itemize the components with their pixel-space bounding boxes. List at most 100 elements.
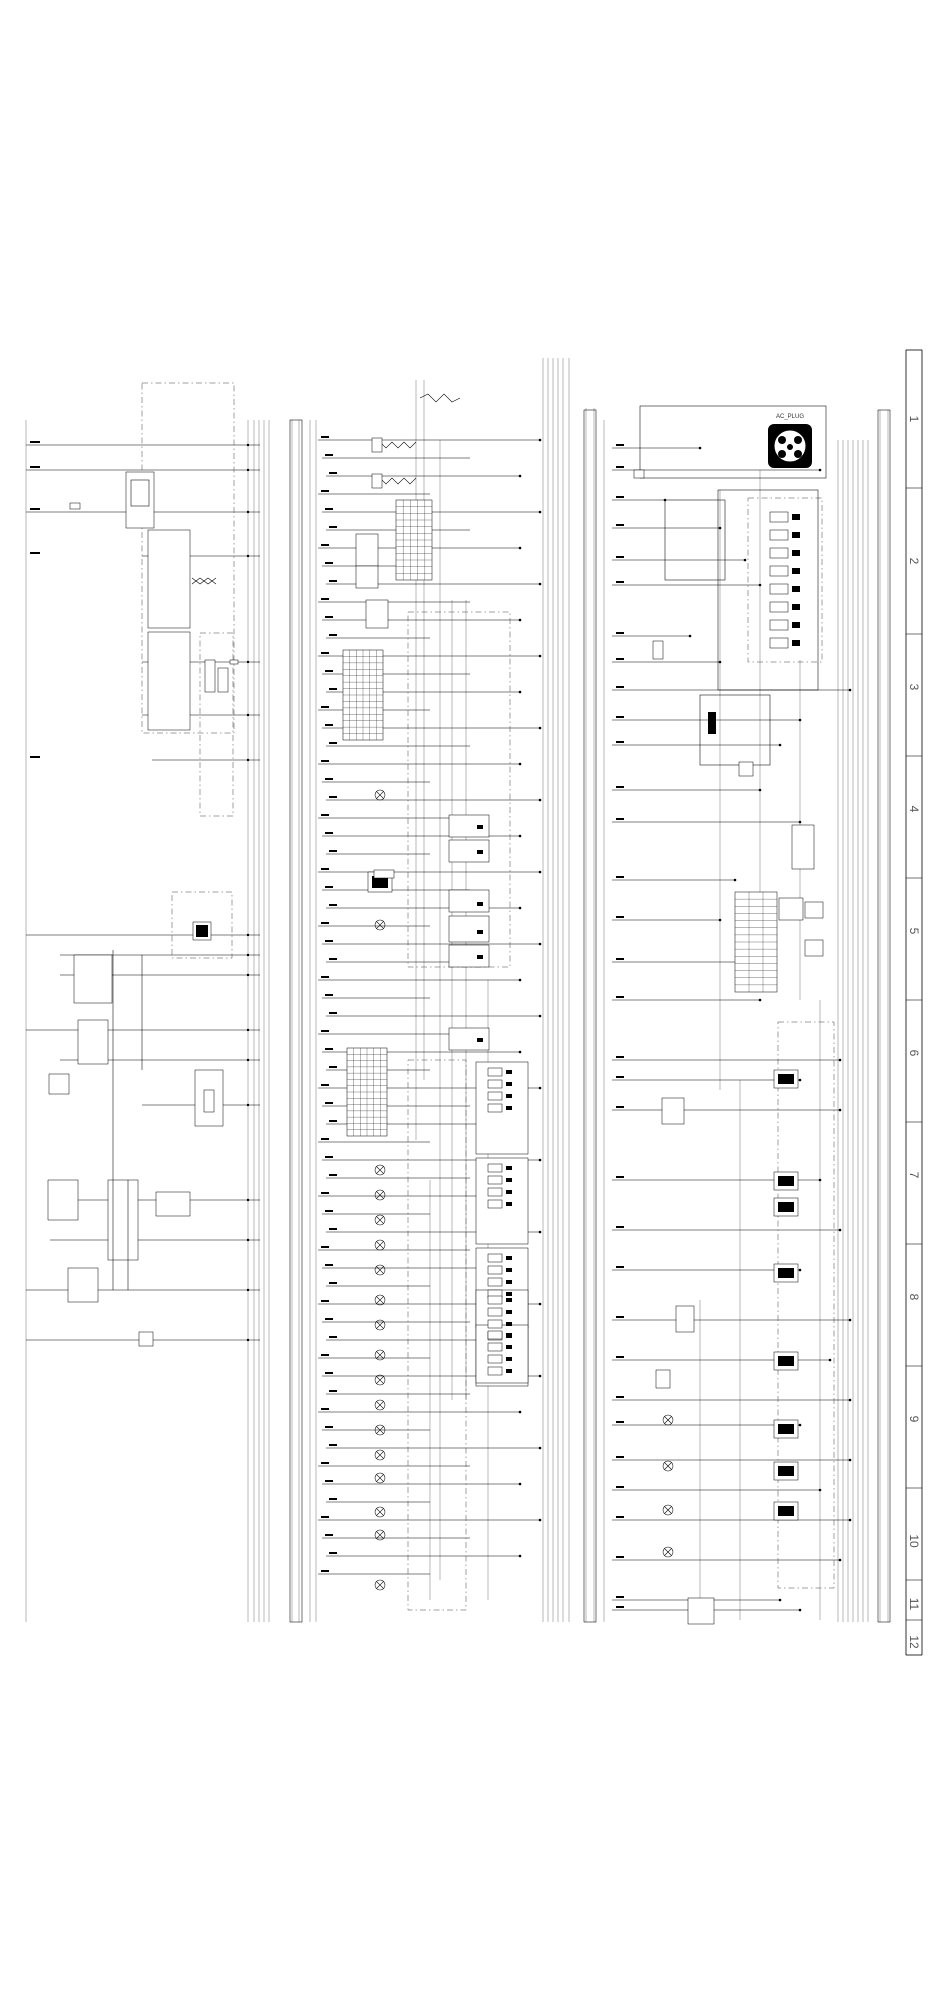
left-page bbox=[47, 382, 239, 1347]
junction-dot bbox=[538, 438, 542, 442]
lamp-icon-cross bbox=[376, 1321, 384, 1329]
wire-label-block bbox=[616, 958, 624, 960]
zone-labels: 1 2 3 4 5 6 7 8 9 10 11 12 bbox=[907, 416, 921, 1649]
relay-coil bbox=[778, 1202, 794, 1212]
lamp-icon bbox=[374, 1349, 386, 1361]
junction-dot bbox=[246, 1058, 250, 1062]
junction-dot bbox=[848, 1318, 852, 1322]
wire-label-block bbox=[321, 1570, 329, 1572]
wire-label-block bbox=[329, 904, 337, 906]
lamp-icon bbox=[374, 1399, 386, 1411]
lamp-icon bbox=[374, 1506, 386, 1518]
junction-dot bbox=[538, 1086, 542, 1090]
module-pin-block bbox=[487, 1079, 503, 1089]
connector-cluster-8 bbox=[67, 1267, 99, 1303]
wire-label-block bbox=[616, 916, 624, 918]
ac-plug-socket-icon bbox=[768, 424, 812, 468]
junction-dot bbox=[538, 1014, 542, 1018]
module-pin-block bbox=[487, 1067, 503, 1077]
module-pin-mark bbox=[506, 1070, 512, 1074]
lamp-icon bbox=[374, 1449, 386, 1461]
charger-relay-mark bbox=[792, 640, 800, 646]
lamp-icon-cross bbox=[376, 1351, 384, 1359]
lamp-icon bbox=[374, 1374, 386, 1386]
junction-dot bbox=[538, 510, 542, 514]
lamp-icon-cross bbox=[376, 1266, 384, 1274]
lamp-icon-cross bbox=[376, 1166, 384, 1174]
junction-dot bbox=[246, 758, 250, 762]
lamp-icon bbox=[374, 1319, 386, 1331]
connector-cluster-5 bbox=[47, 1179, 79, 1221]
wire-label-block bbox=[325, 940, 333, 942]
junction-dot bbox=[538, 582, 542, 586]
junction-dot bbox=[246, 1288, 250, 1292]
junction-dot bbox=[246, 1338, 250, 1342]
lamp-icon bbox=[374, 1189, 386, 1201]
module-pin-block bbox=[487, 1354, 503, 1364]
wire-label-block bbox=[616, 876, 624, 878]
junction-dot bbox=[246, 1103, 250, 1107]
junction-dot bbox=[538, 1518, 542, 1522]
lamp-icon bbox=[662, 1546, 674, 1558]
mid-dashed-enclosure-2 bbox=[407, 1059, 467, 1611]
zone-label-5: 5 bbox=[907, 928, 921, 935]
wire-label-block bbox=[325, 616, 333, 618]
wire-label-block bbox=[321, 868, 329, 870]
wire-label-block bbox=[329, 1390, 337, 1392]
module-pin-mark bbox=[506, 1178, 512, 1182]
wire-label-block bbox=[329, 526, 337, 528]
junction-dot bbox=[246, 468, 250, 472]
wire-label-block bbox=[321, 1300, 329, 1302]
lamp-icon bbox=[374, 1529, 386, 1541]
connector-cluster-9 bbox=[138, 1331, 154, 1347]
junction-dot bbox=[538, 1302, 542, 1306]
wire-label-block bbox=[325, 1534, 333, 1536]
wire-label-block bbox=[616, 658, 624, 660]
junction-dot bbox=[798, 1268, 802, 1272]
relay-module-left bbox=[199, 632, 234, 817]
wire-label-block bbox=[616, 444, 624, 446]
lamp-icon-cross bbox=[664, 1416, 672, 1424]
module-pin-block bbox=[487, 1342, 503, 1352]
wire-label-block bbox=[329, 1444, 337, 1446]
ac-plug-frame bbox=[639, 405, 827, 479]
dashed-module-mid bbox=[171, 891, 233, 959]
junction-dot bbox=[758, 998, 762, 1002]
junction-dot bbox=[246, 554, 250, 558]
charger-relay-mark bbox=[792, 622, 800, 628]
bus-frame bbox=[289, 419, 303, 1623]
charger-relay bbox=[769, 583, 789, 595]
controller-enclosure bbox=[141, 382, 235, 734]
zone-label-12: 12 bbox=[907, 1635, 921, 1649]
junction-dot bbox=[518, 1554, 522, 1558]
wire-label-block bbox=[325, 1426, 333, 1428]
junction-dot bbox=[778, 1598, 782, 1602]
junction-dot bbox=[518, 618, 522, 622]
wire-label-block bbox=[616, 1266, 624, 1268]
junction-dot bbox=[518, 474, 522, 478]
connector-cluster-2 bbox=[77, 1019, 109, 1065]
module-pin-block bbox=[487, 1307, 503, 1317]
wire-label-block bbox=[30, 466, 40, 468]
junction-dot bbox=[246, 1198, 250, 1202]
wire-label-block bbox=[325, 886, 333, 888]
lamp-icon bbox=[662, 1460, 674, 1472]
wire-label-block bbox=[321, 544, 329, 546]
module-pin-block bbox=[487, 1091, 503, 1101]
module-pin-mark bbox=[506, 1298, 512, 1302]
lamp-icon bbox=[662, 1414, 674, 1426]
module-pin-mark bbox=[506, 1322, 512, 1326]
wire-label-block bbox=[321, 1138, 329, 1140]
charger-box-outer bbox=[664, 499, 726, 581]
lamp-icon-cross bbox=[376, 1581, 384, 1589]
connector-cluster-7 bbox=[155, 1191, 191, 1217]
junction-dot bbox=[838, 1558, 842, 1562]
charger-relay-mark bbox=[792, 550, 800, 556]
mid-relay-5 bbox=[448, 944, 490, 968]
wire-label-block bbox=[321, 490, 329, 492]
lamp-icon bbox=[374, 1239, 386, 1251]
controller-inner-box-1 bbox=[147, 529, 191, 629]
wire-label-block bbox=[321, 760, 329, 762]
wire-label-block bbox=[616, 1076, 624, 1078]
junction-dot bbox=[818, 468, 822, 472]
